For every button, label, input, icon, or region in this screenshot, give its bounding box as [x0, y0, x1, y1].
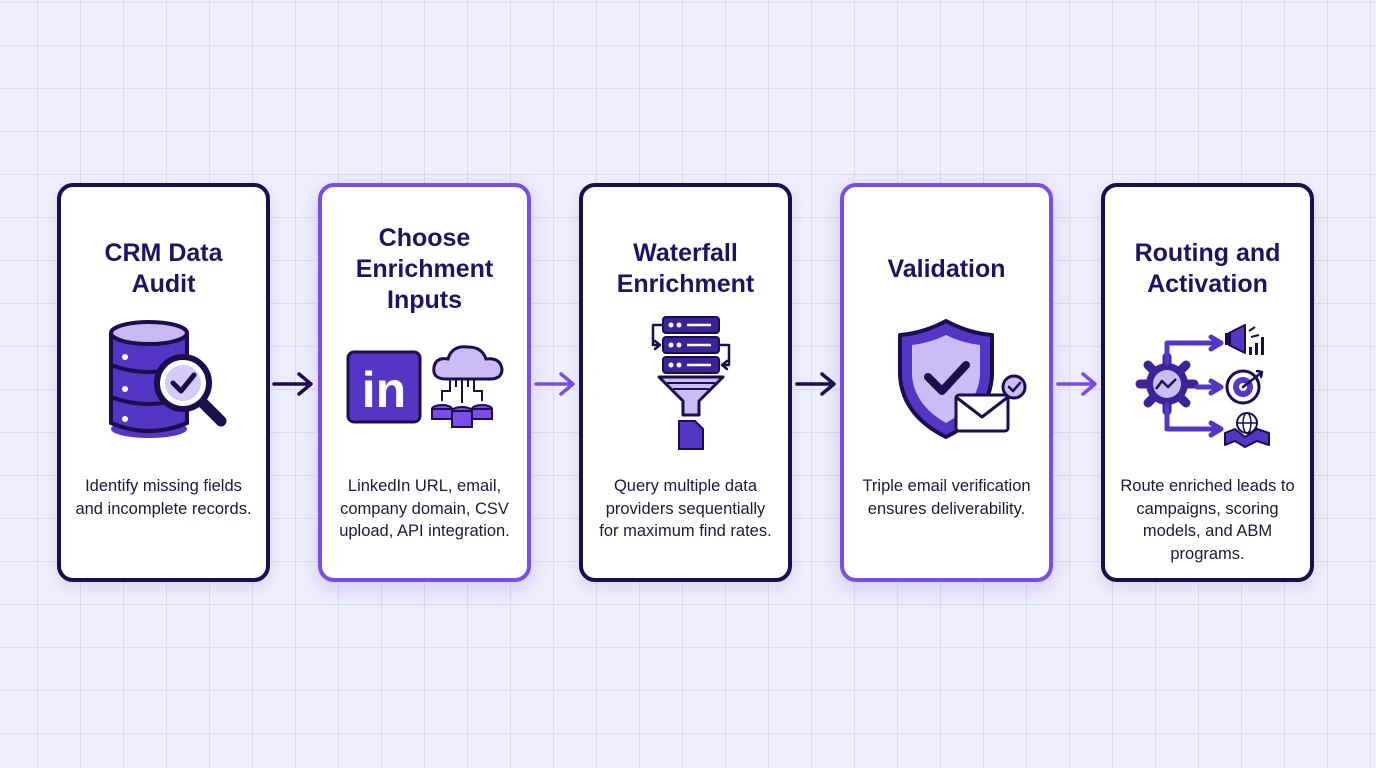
server-stack-funnel-icon [609, 316, 769, 450]
globe-handshake-icon [1224, 412, 1270, 448]
step-title: CRM Data Audit [104, 239, 223, 298]
arrow-right-icon [272, 371, 316, 397]
step-description: Query multiple data providers sequential… [599, 477, 772, 540]
gear-icon [1135, 352, 1199, 416]
step-title: Choose Enrichment Inputs [355, 223, 494, 314]
step-card-validation: Validation Triple email verification ens… [840, 183, 1053, 582]
step-description: Identify missing fields and incomplete r… [75, 477, 252, 518]
step-title: Validation [887, 254, 1006, 283]
step-title: Routing and Activation [1134, 239, 1281, 298]
step-card-waterfall-enrichment: Waterfall Enrichment Query multiple data… [579, 183, 792, 582]
arrow-right-icon [534, 371, 578, 397]
target-icon [1225, 369, 1264, 405]
arrow-right-icon [795, 371, 839, 397]
database-magnifier-check-icon [87, 317, 247, 447]
megaphone-icon [1225, 324, 1264, 355]
shield-check-envelope-icon [870, 317, 1030, 447]
linkedin-cloud-databases-icon: in [346, 317, 508, 447]
step-title: Waterfall Enrichment [616, 239, 755, 298]
arrow-right-icon [1056, 371, 1100, 397]
step-description: LinkedIn URL, email, company domain, CSV… [339, 477, 510, 540]
cloud-network-icon [431, 345, 504, 428]
step-card-routing-and-activation: Routing and Activation [1101, 183, 1314, 582]
svg-text:in: in [362, 362, 406, 418]
step-description: Route enriched leads to campaigns, scori… [1120, 477, 1295, 563]
gear-routing-megaphone-target-handshake-icon [1131, 317, 1291, 448]
step-card-crm-data-audit: CRM Data Audit Identify missing fields a… [57, 183, 270, 582]
step-description: Triple email verification ensures delive… [862, 477, 1031, 518]
linkedin-logo-icon: in [346, 350, 422, 424]
step-card-choose-enrichment-inputs: Choose Enrichment Inputs in LinkedIn URL… [318, 183, 531, 582]
